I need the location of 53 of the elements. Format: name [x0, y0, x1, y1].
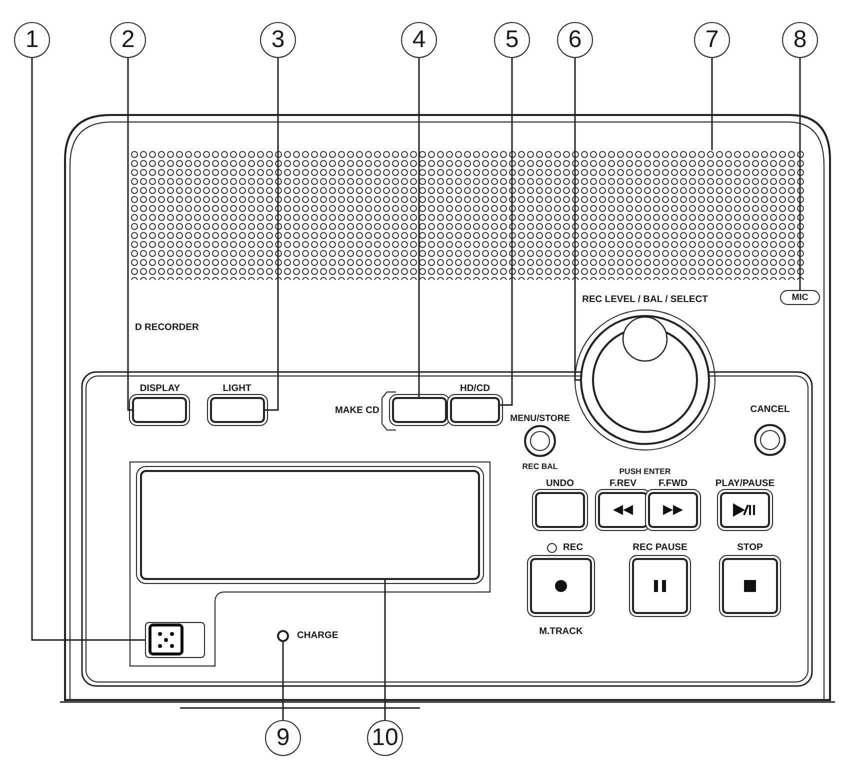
callout-number: 5	[494, 22, 530, 58]
control-label: F.REV	[610, 478, 636, 490]
leader-line	[265, 58, 279, 411]
control-label: HD/CD	[460, 383, 490, 395]
light-button	[210, 397, 265, 423]
make-cd-button	[392, 397, 447, 423]
leader-line	[282, 642, 284, 720]
callout-number: 4	[401, 22, 437, 58]
leader-line	[384, 580, 386, 720]
control-label: REC PAUSE	[632, 542, 688, 554]
control-label: M.TRACK	[539, 626, 583, 638]
leader-line	[574, 58, 580, 381]
control-label: CHARGE	[297, 630, 338, 642]
leader-line	[500, 58, 513, 406]
callout-number: 1	[14, 22, 50, 58]
play-pause-button	[720, 492, 770, 528]
microphone-label: MIC	[780, 290, 820, 305]
control-label: CANCEL	[750, 404, 790, 416]
control-label: PUSH ENTER	[619, 466, 671, 478]
control-label: PLAY/PAUSE	[715, 478, 775, 490]
control-label: LIGHT	[222, 383, 252, 395]
callout-number: 2	[110, 22, 146, 58]
callout-number: 9	[265, 720, 301, 756]
leader-line	[799, 58, 801, 290]
leader-line	[711, 58, 713, 150]
callout-number: 10	[367, 720, 403, 756]
control-label: MAKE CD	[335, 405, 380, 417]
callout-number: 3	[260, 22, 296, 58]
rewind-button	[598, 492, 648, 528]
control-label: REC	[563, 542, 584, 554]
leader-line	[127, 58, 132, 411]
slide-switch	[145, 622, 205, 658]
control-label: MENU/STORE	[510, 412, 570, 424]
device-label: D RECORDER	[135, 322, 199, 334]
control-label: REC LEVEL / BAL / SELECT	[582, 294, 708, 306]
control-label: UNDO	[546, 478, 574, 490]
fast-forward-button	[648, 492, 698, 528]
stop-button	[722, 558, 778, 614]
control-label: F.FWD	[658, 478, 688, 490]
callout-number: 8	[782, 22, 818, 58]
undo-button	[535, 492, 585, 528]
leader-line	[31, 58, 145, 641]
speaker-grille	[130, 150, 805, 280]
leader-line	[418, 58, 420, 397]
record-button	[530, 558, 592, 614]
control-label: STOP	[737, 542, 763, 554]
control-label: DISPLAY	[140, 383, 180, 395]
callout-number: 6	[557, 22, 593, 58]
hd-cd-button	[450, 397, 500, 423]
control-label: REC BAL	[522, 461, 558, 473]
callout-number: 7	[694, 22, 730, 58]
record-pause-button	[632, 558, 688, 614]
display-button	[132, 397, 187, 423]
